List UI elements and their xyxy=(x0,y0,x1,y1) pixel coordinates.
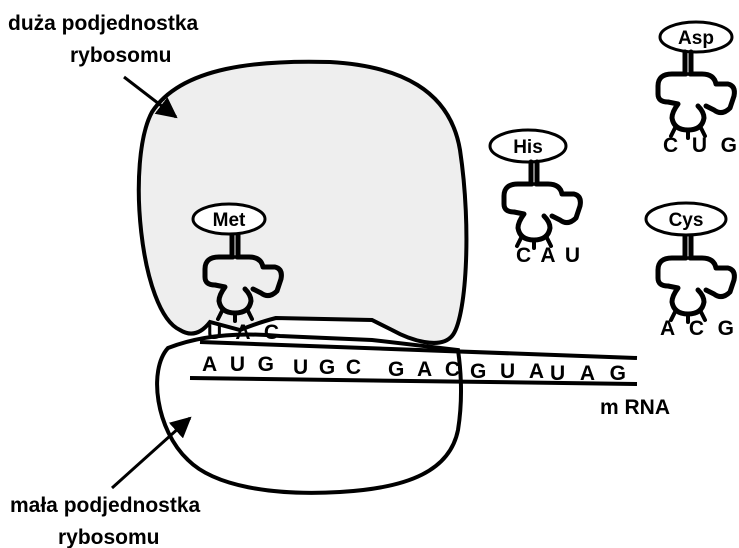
amino-acid-bubble xyxy=(488,128,568,164)
small-subunit-label-line2: rybosomu xyxy=(58,526,160,548)
large-subunit-label-line2: rybosomu xyxy=(70,44,172,67)
mrna-codon: GAC xyxy=(388,358,460,381)
small-subunit-body xyxy=(155,332,463,495)
mrna-codon: GUA xyxy=(470,360,544,383)
trna-anticodon: CAU xyxy=(516,244,580,267)
mrna-line-bottom xyxy=(189,376,638,386)
amino-acid-label: Met xyxy=(213,210,246,231)
mrna-label: m RNA xyxy=(600,396,670,419)
small-subunit-arrow xyxy=(110,416,192,490)
mrna-codon: UAG xyxy=(550,362,626,385)
trna-anticodon: UAC xyxy=(207,321,279,344)
amino-acid-label: His xyxy=(513,137,543,158)
amino-acid-bubble xyxy=(191,202,267,236)
amino-acid-label: Cys xyxy=(669,210,704,231)
small-subunit-label-line1: mała podjednostka xyxy=(10,494,201,517)
amino-acid-label: Asp xyxy=(678,28,714,49)
large-subunit-arrow xyxy=(123,75,178,119)
trna-cys: Cys ACG xyxy=(644,201,734,340)
trna-anticodon: ACG xyxy=(660,317,734,340)
mrna-line-top xyxy=(199,340,638,360)
trna-anticodon: CUG xyxy=(663,134,737,157)
mrna-codon: AUG xyxy=(202,353,274,376)
large-subunit-body xyxy=(136,59,469,345)
trna-his: His CAU xyxy=(488,128,580,267)
amino-acid-bubble xyxy=(658,20,734,54)
trna-asp: Asp CUG xyxy=(658,20,737,157)
mrna-codon: UGC xyxy=(293,356,361,379)
large-subunit-label-line1: duża podjednostka xyxy=(8,12,199,35)
